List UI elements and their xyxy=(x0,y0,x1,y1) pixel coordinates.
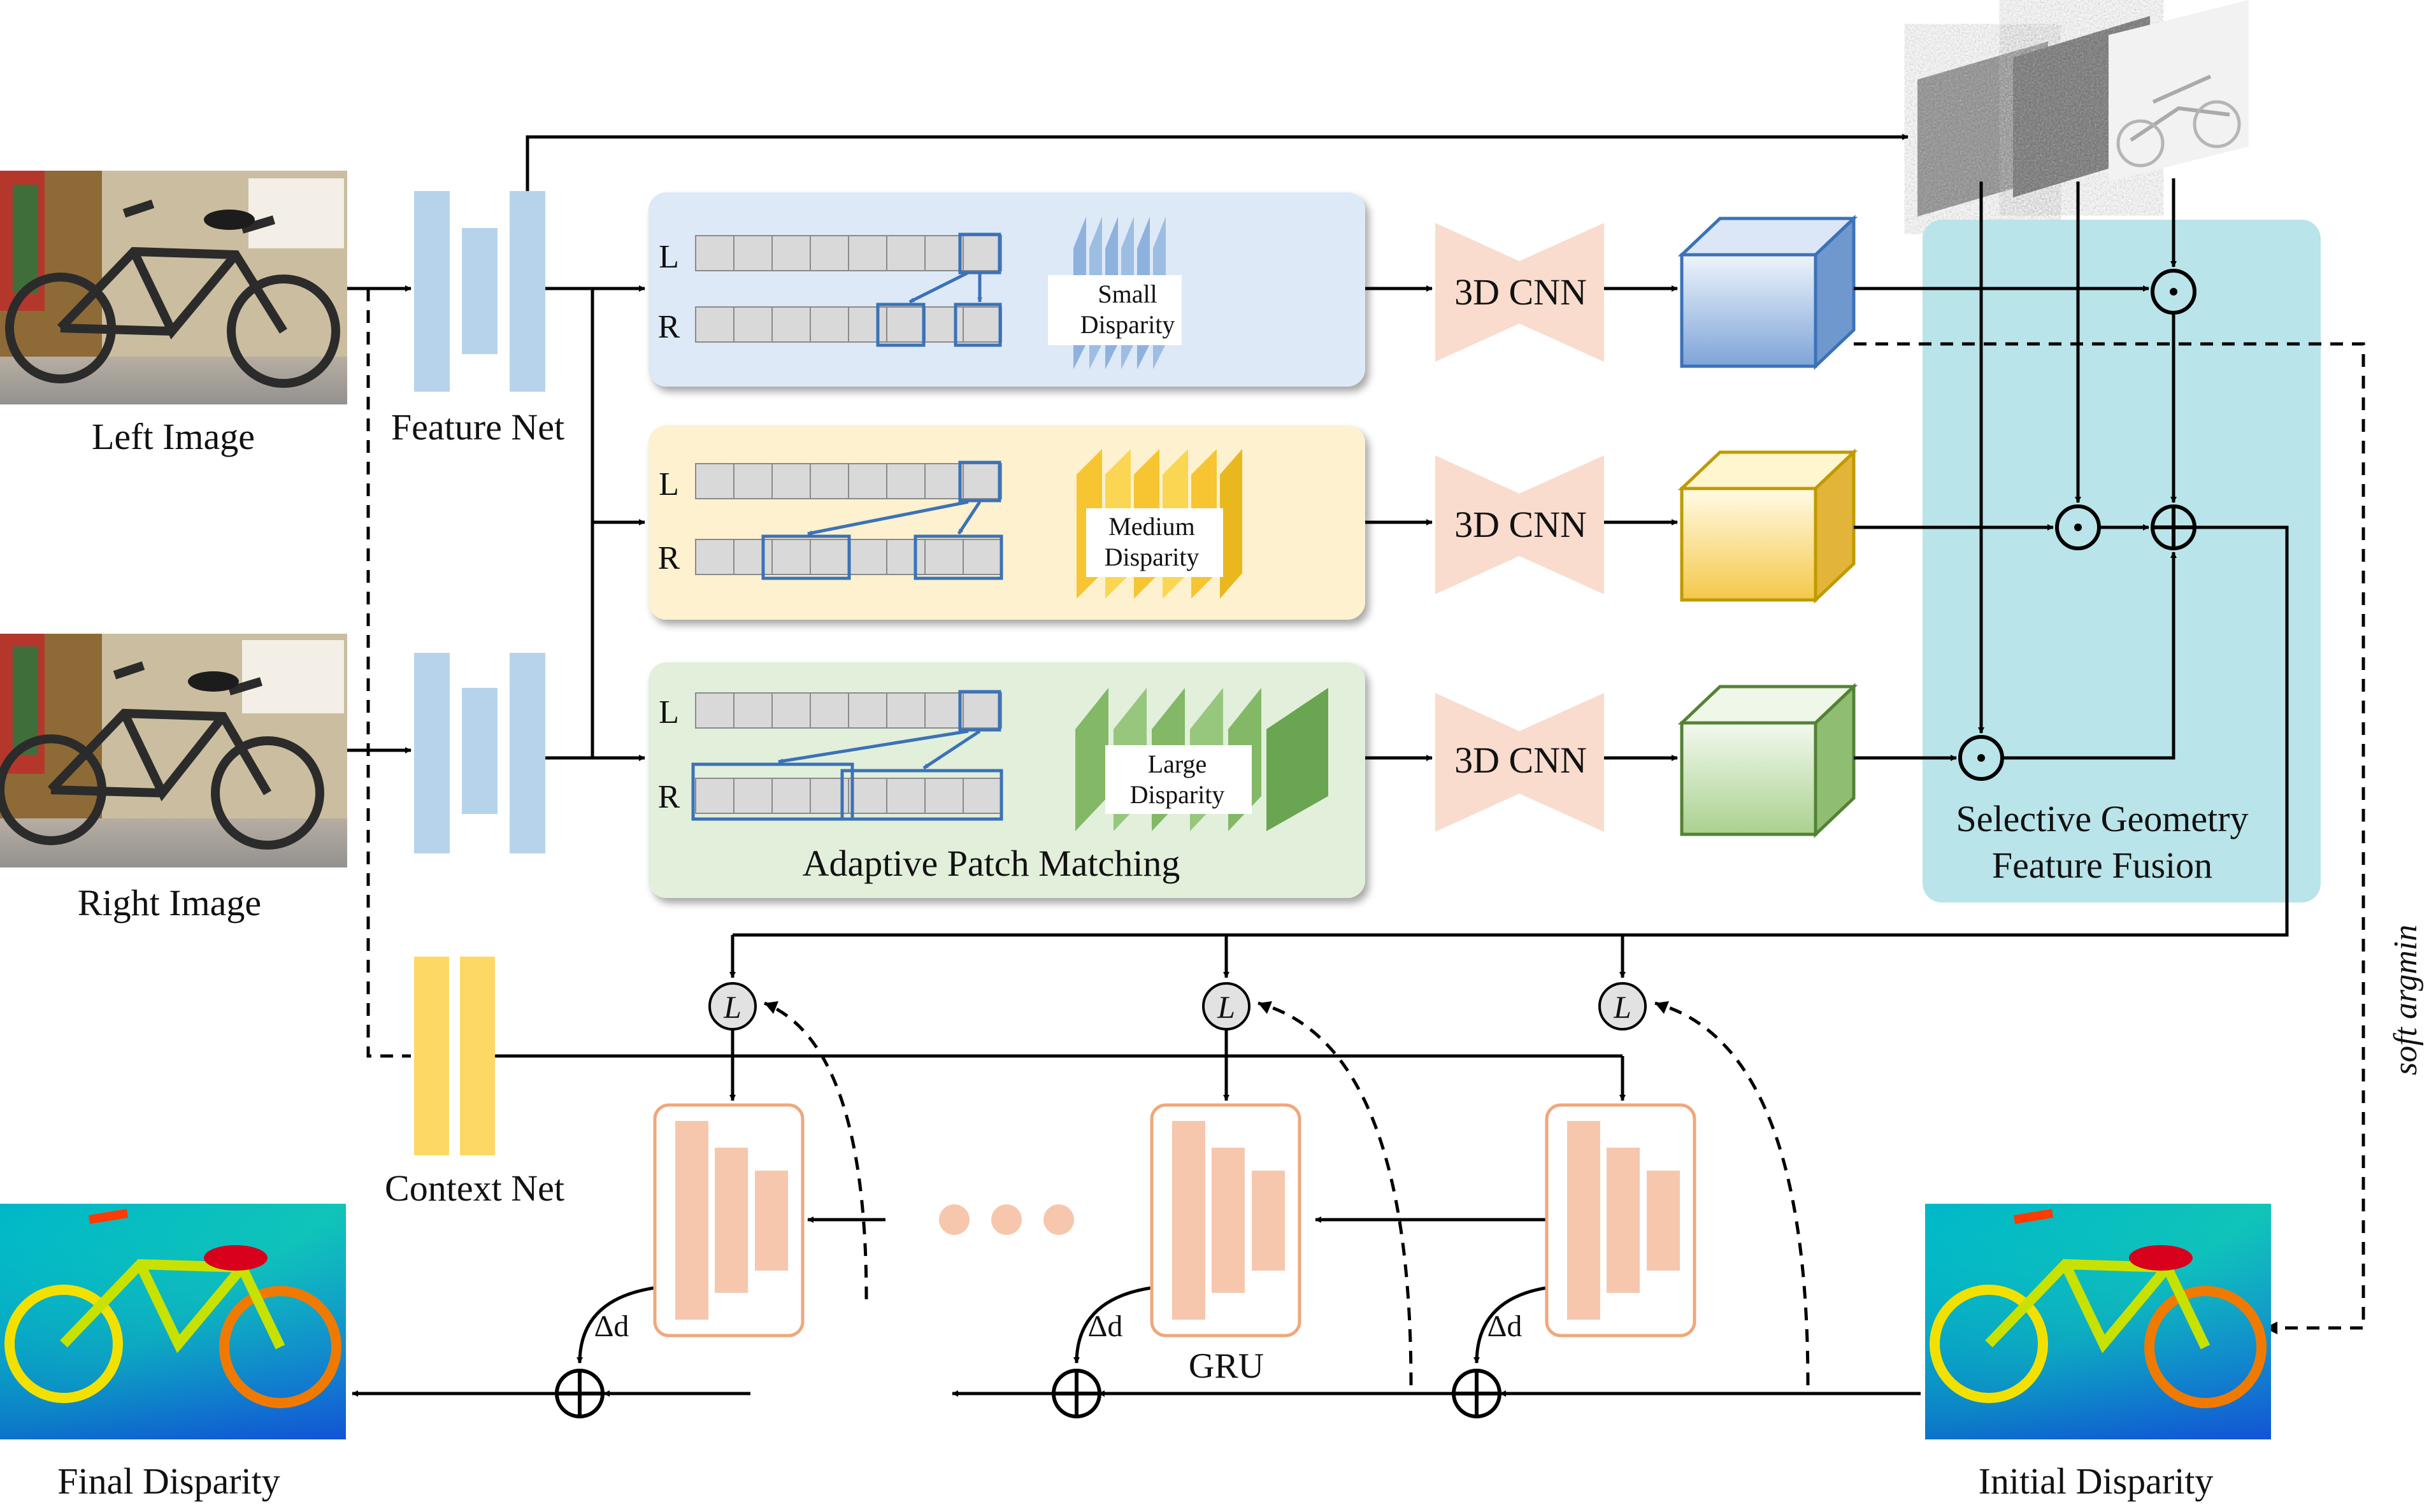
svg-text:L: L xyxy=(1217,989,1235,1025)
left-row-letter: L xyxy=(659,694,679,731)
oplus-operator-icon xyxy=(1052,1369,1101,1418)
medium-disparity-label-line2: Disparity xyxy=(1105,543,1200,571)
cnn-3d-medium: 3D CNN xyxy=(1435,455,1604,594)
small-disparity-panel: L R Small Disparity xyxy=(648,192,1365,387)
svg-text:L: L xyxy=(1613,989,1631,1025)
right-row-letter: R xyxy=(658,779,680,815)
large-geometry-volume-cube xyxy=(1677,683,1858,838)
delta-d-label: Δd xyxy=(1088,1309,1123,1343)
gru-label: GRU xyxy=(1189,1346,1264,1386)
cnn-3d-label: 3D CNN xyxy=(1454,504,1587,545)
initial-disparity-map xyxy=(1925,1204,2271,1439)
medium-disparity-panel: L R Medium Disparity xyxy=(648,425,1365,620)
left-row-letter: L xyxy=(659,466,679,503)
left-image-label: Left Image xyxy=(92,416,255,457)
connectors xyxy=(347,134,2289,1397)
right-image-label: Right Image xyxy=(78,882,261,924)
gru-unit-1 xyxy=(653,1103,805,1337)
small-disparity-label-line1: Small xyxy=(1098,280,1157,308)
dashed-arrowheads xyxy=(764,1001,2277,1334)
sgff-label-line1: Selective Geometry xyxy=(1956,798,2249,839)
initial-disparity-label: Initial Disparity xyxy=(1979,1460,2214,1502)
lookup-operator-icon: L xyxy=(708,982,757,1031)
cnn-3d-label: 3D CNN xyxy=(1454,739,1587,781)
sgff-panel xyxy=(1923,220,2321,902)
cnn-3d-large: 3D CNN xyxy=(1435,693,1604,832)
adaptive-patch-matching-label: Adaptive Patch Matching xyxy=(803,843,1180,884)
small-geometry-volume-cube xyxy=(1677,215,1858,370)
lookup-operator-icon: L xyxy=(1598,982,1647,1031)
large-disparity-label-line1: Large xyxy=(1148,750,1207,778)
context-net-label: Context Net xyxy=(385,1167,564,1209)
small-disparity-label-line2: Disparity xyxy=(1080,310,1175,339)
oplus-operator-icon xyxy=(1452,1369,1501,1418)
sgff-label-line2: Feature Fusion xyxy=(1992,845,2212,886)
soft-argmin-label: soft argmin xyxy=(2388,925,2424,1075)
final-disparity-map xyxy=(0,1204,346,1439)
feature-net-label: Feature Net xyxy=(391,406,564,448)
cnn-3d-small: 3D CNN xyxy=(1435,223,1604,362)
medium-disparity-label-line1: Medium xyxy=(1108,512,1195,541)
large-disparity-panel: L R Large Disparity Adaptive Patch Match… xyxy=(648,662,1365,898)
right-image xyxy=(0,634,347,867)
oplus-operator-icon xyxy=(555,1369,605,1418)
dashed-connectors xyxy=(366,289,2365,1386)
right-row-letter: R xyxy=(658,309,680,345)
delta-d-label: Δd xyxy=(1487,1309,1523,1343)
context-net xyxy=(414,957,495,1155)
left-image xyxy=(0,171,347,404)
left-row-letter: L xyxy=(659,239,679,275)
delta-d-label: Δd xyxy=(594,1309,629,1343)
final-disparity-label: Final Disparity xyxy=(57,1460,280,1502)
lookup-operator-icon: L xyxy=(1202,982,1250,1031)
large-disparity-label-line2: Disparity xyxy=(1130,780,1225,809)
ellipsis-dots-icon xyxy=(939,1204,1074,1235)
gru-unit-3 xyxy=(1545,1103,1696,1337)
cnn-3d-label: 3D CNN xyxy=(1454,271,1587,313)
svg-text:L: L xyxy=(723,989,742,1025)
right-row-letter: R xyxy=(658,540,680,576)
feature-net-top xyxy=(414,191,545,392)
medium-geometry-volume-cube xyxy=(1677,448,1858,604)
feature-maps xyxy=(1917,0,2249,217)
gru-unit-2 xyxy=(1150,1103,1301,1337)
feature-net-bottom xyxy=(414,653,545,853)
oplus-operator-icon xyxy=(2151,504,2196,550)
